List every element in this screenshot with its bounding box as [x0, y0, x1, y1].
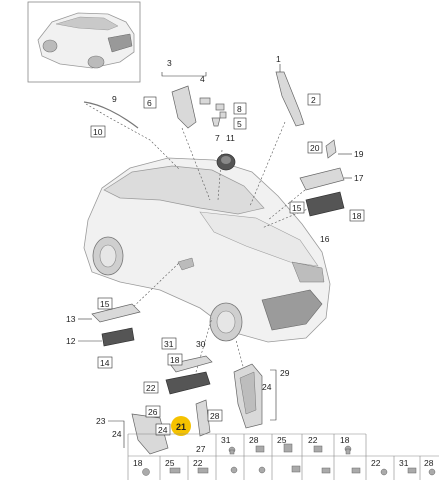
- fastener-icons[interactable]: [142, 443, 436, 476]
- callouts: 1 2 3 4 6 8 5 7 11 9 10 20 19 17 15 18 1…: [66, 54, 365, 454]
- callout-7: 7: [215, 133, 220, 143]
- fastener-label-31: 31: [221, 435, 231, 445]
- callout-3: 3: [167, 58, 172, 68]
- fastener-label-25: 25: [277, 435, 287, 445]
- part-30-rail[interactable]: [169, 355, 213, 373]
- callout-18-mid: 18: [170, 355, 180, 365]
- callout-8: 8: [237, 104, 242, 114]
- callout-23: 23: [96, 416, 106, 426]
- callout-27: 27: [196, 444, 206, 454]
- callout-10: 10: [93, 127, 103, 137]
- fastener-top-row: 31 28 25 22 18: [221, 435, 350, 445]
- callout-21-highlight[interactable]: [171, 416, 191, 436]
- fastener-label-18: 18: [340, 435, 350, 445]
- callout-15-left: 15: [100, 299, 110, 309]
- callout-30: 30: [196, 339, 206, 349]
- part-9-cable[interactable]: [83, 101, 139, 129]
- callout-2: 2: [311, 95, 316, 105]
- part-27-strip[interactable]: [195, 399, 211, 437]
- fastener-label-b28: 28: [424, 458, 434, 468]
- car-thumbnail[interactable]: [27, 1, 141, 83]
- callout-31-upper: 31: [164, 339, 174, 349]
- fastener-label-22: 22: [308, 435, 318, 445]
- part-29-housing[interactable]: [233, 363, 263, 429]
- callout-24-left: 24: [112, 429, 122, 439]
- callout-17: 17: [354, 173, 364, 183]
- callout-13: 13: [66, 314, 76, 324]
- callout-12: 12: [66, 336, 76, 346]
- callout-20: 20: [310, 143, 320, 153]
- callout-24-right: 24: [262, 382, 272, 392]
- fastener-label-b31: 31: [399, 458, 409, 468]
- callout-15: 15: [292, 203, 302, 213]
- part-12-lamp[interactable]: [101, 327, 135, 347]
- fastener-label-b22b: 22: [371, 458, 381, 468]
- fastener-label-b22a: 22: [193, 458, 203, 468]
- fastener-label-b18: 18: [133, 458, 143, 468]
- part-1-pillar-trim[interactable]: [275, 64, 305, 127]
- part-17-bracket[interactable]: [299, 167, 345, 191]
- part-22-lamp[interactable]: [165, 371, 211, 395]
- callout-18-top: 18: [352, 211, 362, 221]
- callout-11: 11: [226, 133, 235, 143]
- callout-28: 28: [210, 411, 220, 421]
- callout-1: 1: [276, 54, 281, 64]
- fastener-table: 31 28 25 22 18 18 25 22 22 31 28: [127, 433, 439, 480]
- callout-14: 14: [100, 358, 110, 368]
- callout-16: 16: [320, 234, 330, 244]
- callout-29: 29: [280, 368, 290, 378]
- part-16-lamp[interactable]: [305, 191, 345, 217]
- callout-26: 26: [148, 407, 158, 417]
- callout-24-mid: 24: [158, 425, 168, 435]
- part-3-bracket[interactable]: [171, 85, 211, 129]
- callout-22: 22: [146, 383, 156, 393]
- car-main-illustration[interactable]: [83, 157, 331, 343]
- part-5-7-8-clips[interactable]: [211, 103, 227, 127]
- callout-5: 5: [237, 119, 242, 129]
- callout-9: 9: [112, 94, 117, 104]
- part-13-bracket[interactable]: [91, 303, 141, 323]
- callout-19: 19: [354, 149, 364, 159]
- part-19-20-trim[interactable]: [325, 139, 337, 159]
- callout-4: 4: [200, 74, 205, 84]
- callout-21: 21: [176, 422, 186, 432]
- fastener-label-28: 28: [249, 435, 259, 445]
- fastener-label-b25: 25: [165, 458, 175, 468]
- part-11-speaker[interactable]: [216, 153, 236, 171]
- fastener-bottom-row: 18 25 22 22 31 28: [133, 458, 434, 468]
- callout-6: 6: [147, 98, 152, 108]
